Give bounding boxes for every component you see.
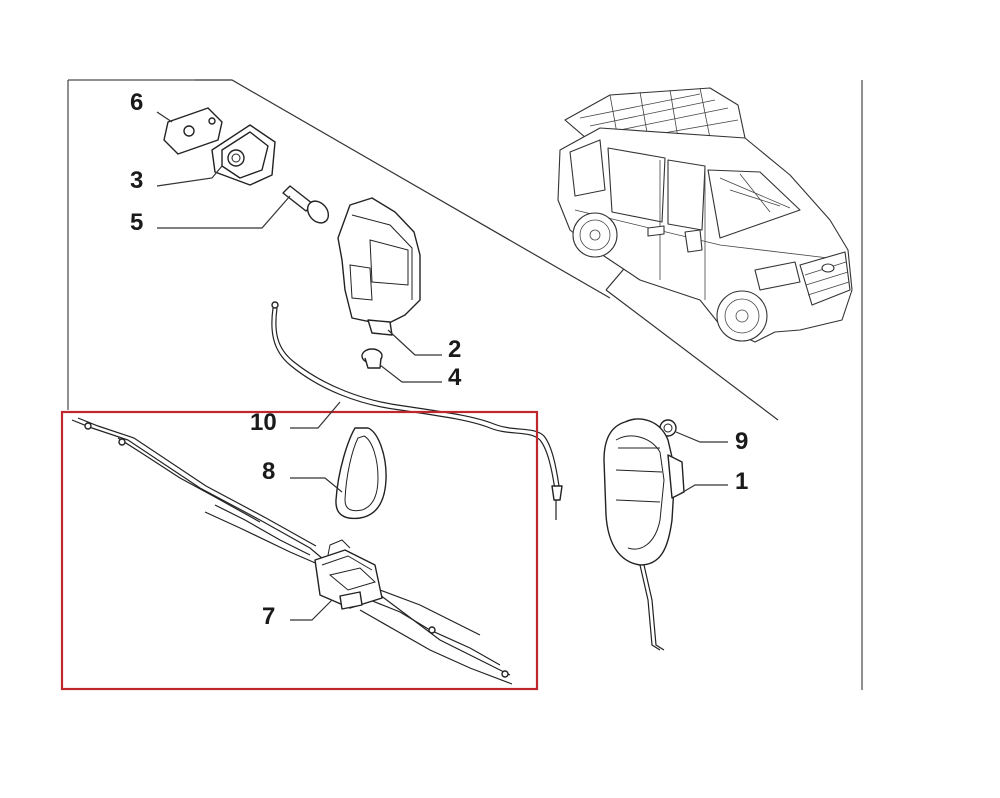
callout-labels: 6 3 5 2 4 10 8 7 9 1 — [130, 89, 748, 630]
part-4-clip — [361, 348, 383, 369]
part-6-gasket — [163, 107, 223, 155]
callout-2: 2 — [448, 336, 461, 363]
callout-10: 10 — [250, 409, 277, 436]
part-1-handle — [603, 418, 685, 651]
callout-6: 6 — [130, 89, 143, 116]
part-2-lock — [337, 197, 421, 336]
callout-8: 8 — [262, 458, 275, 485]
part-5-bolt — [282, 185, 330, 224]
leader-lines — [156, 111, 728, 621]
van-illustration — [557, 87, 853, 343]
part-7-cable-assembly — [71, 417, 513, 685]
part-8-ring — [335, 427, 387, 520]
callout-4: 4 — [448, 364, 462, 391]
callout-7: 7 — [262, 603, 275, 630]
highlight-box — [60, 410, 539, 691]
part-3-striker — [211, 124, 276, 186]
callout-1: 1 — [735, 468, 748, 495]
callout-3: 3 — [130, 167, 143, 194]
callout-9: 9 — [735, 428, 748, 455]
callout-5: 5 — [130, 209, 143, 236]
